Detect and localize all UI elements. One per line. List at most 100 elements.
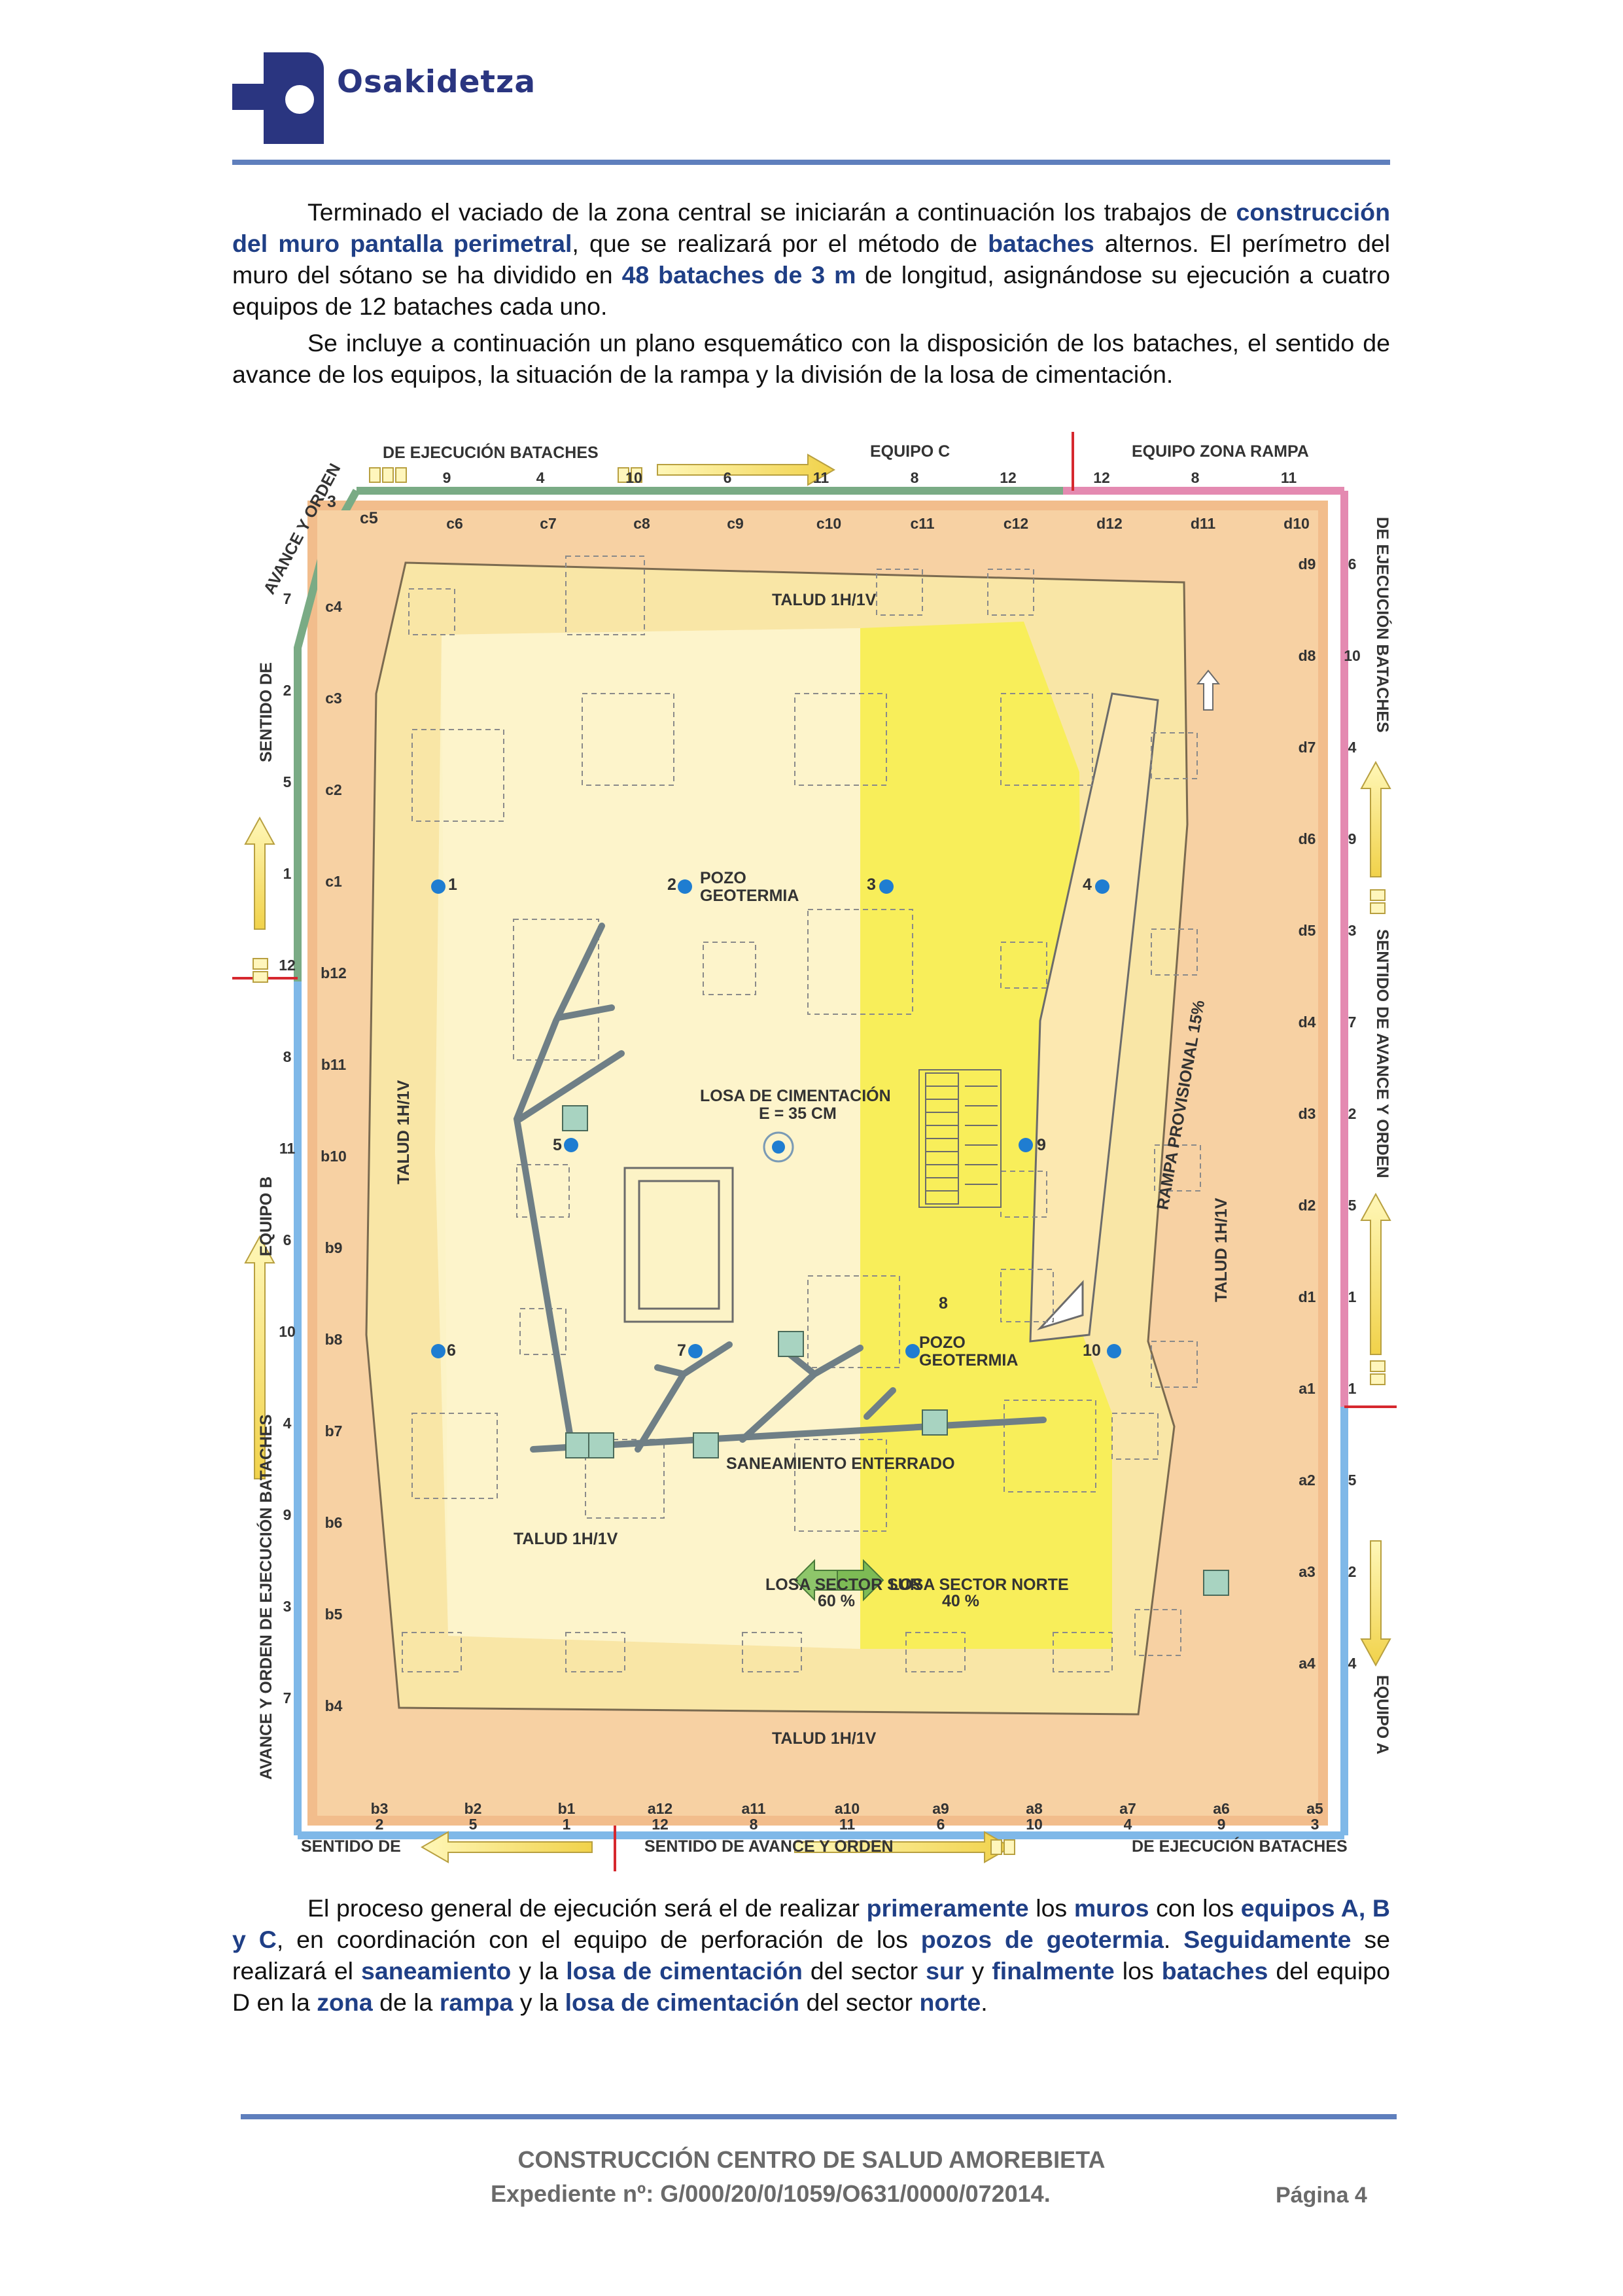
body-text: del equipo D en la (232, 1957, 1391, 2016)
batache-label: d3 (1299, 1105, 1316, 1122)
highlighted-text: losa de cimentación (565, 1988, 800, 2016)
sequence-label: 4 (1348, 1655, 1357, 1672)
sequence-label: 11 (839, 1816, 856, 1833)
sequence-label: 11 (1281, 469, 1297, 486)
batache-label: a8 (1026, 1800, 1043, 1817)
sequence-label: 4 (1348, 739, 1357, 756)
highlighted-text: muros (1073, 1894, 1149, 1922)
batache-label: d10 (1283, 515, 1310, 532)
batache-label: a10 (835, 1800, 860, 1817)
body-text: Se incluye a continuación un plano esque… (232, 329, 1390, 388)
svg-text:TALUD 1H/1V: TALUD 1H/1V (514, 1530, 618, 1548)
svg-text:4: 4 (1083, 875, 1092, 894)
sequence-label: 3 (1311, 1816, 1319, 1833)
svg-text:5: 5 (553, 1136, 562, 1154)
highlighted-text: equipos A, B y C (232, 1894, 1390, 1953)
sequence-label: 11 (813, 469, 829, 486)
body-text: . (1163, 1926, 1184, 1953)
plan-labels: DE EJECUCIÓN BATACHES EQUIPO C EQUIPO ZO… (301, 442, 1348, 1856)
highlighted-text: sur (926, 1957, 964, 1985)
body-text: y la (513, 1988, 565, 2016)
highlighted-text: rampa (439, 1988, 514, 2016)
body-text: alternos. El perímetro del muro del sóta… (232, 230, 1390, 289)
sequence-label: 7 (1348, 1014, 1357, 1031)
batache-label: d6 (1299, 830, 1316, 847)
highlighted-text: Seguidamente (1183, 1926, 1352, 1953)
svg-text:POZO: POZO (700, 869, 746, 887)
sequence-label: 9 (1348, 830, 1357, 847)
batache-label: a7 (1119, 1800, 1136, 1817)
sequence-label: 12 (279, 957, 296, 974)
body-text: los (1028, 1894, 1074, 1922)
body-text: se realizará el (232, 1926, 1391, 1985)
batache-label: b2 (464, 1800, 482, 1817)
batache-label: a9 (932, 1800, 949, 1817)
body-text: con los (1149, 1894, 1241, 1922)
body-text: de longitud, asignándose su ejecución a … (232, 261, 1390, 320)
batache-label: c4 (325, 598, 342, 615)
batache-label: c3 (325, 690, 342, 707)
sequence-label: 9 (1217, 1816, 1226, 1833)
batache-label: a5 (1306, 1800, 1323, 1817)
sequence-label: 10 (1026, 1816, 1043, 1833)
sequence-label: 1 (563, 1816, 571, 1833)
paragraph-intro: Terminado el vaciado de la zona central … (232, 196, 1390, 322)
svg-text:SENTIDO DE: SENTIDO DE (301, 1837, 401, 1856)
body-text: , en coordinación con el equipo de perfo… (276, 1926, 921, 1953)
batache-label: b7 (325, 1422, 343, 1439)
highlighted-text: primeramente (866, 1894, 1029, 1922)
sequence-label: 6 (724, 469, 732, 486)
svg-text:DE EJECUCIÓN BATACHES: DE EJECUCIÓN BATACHES (1132, 1836, 1348, 1856)
footer-title: CONSTRUCCIÓN CENTRO DE SALUD AMOREBIETA (517, 2146, 1106, 2173)
sequence-label: 10 (279, 1323, 296, 1340)
svg-text:c5: c5 (360, 509, 378, 527)
svg-text:LOSA DE CIMENTACIÓN: LOSA DE CIMENTACIÓN (700, 1086, 891, 1105)
highlighted-text: construcción del muro pantalla perimetra… (232, 198, 1390, 257)
sequence-label: 8 (283, 1048, 292, 1065)
sequence-label: 7 (283, 590, 292, 607)
batache-label: c2 (325, 781, 342, 798)
svg-text:6: 6 (447, 1341, 456, 1360)
svg-text:GEOTERMIA: GEOTERMIA (919, 1351, 1018, 1369)
svg-text:TALUD 1H/1V: TALUD 1H/1V (1212, 1197, 1230, 1302)
svg-text:TALUD 1H/1V: TALUD 1H/1V (772, 591, 877, 609)
svg-text:40 %: 40 % (942, 1592, 979, 1610)
batache-label: d12 (1096, 515, 1123, 532)
org-name: Osakidetza (337, 64, 536, 100)
batache-label: c10 (816, 515, 841, 532)
batache-label: b4 (325, 1697, 343, 1714)
batache-label: b3 (371, 1800, 389, 1817)
sequence-label: 2 (283, 682, 292, 699)
batache-label: b11 (321, 1056, 347, 1073)
batache-label: a4 (1299, 1655, 1316, 1672)
sequence-label: 2 (1348, 1563, 1357, 1580)
sequence-label: 12 (1093, 469, 1110, 486)
osakidetza-logo: Osakidetza (232, 52, 657, 150)
body-text: y la (511, 1957, 567, 1985)
sequence-label: 10 (1344, 647, 1361, 664)
svg-text:LOSA SECTOR SUR: LOSA SECTOR SUR (765, 1576, 922, 1594)
batache-label: b8 (325, 1331, 343, 1348)
body-text: Terminado el vaciado de la zona central … (307, 198, 1236, 226)
batache-label: b12 (321, 964, 347, 981)
svg-text:TALUD 1H/1V: TALUD 1H/1V (394, 1080, 413, 1184)
sequence-label: 2 (1348, 1105, 1357, 1122)
svg-text:3: 3 (327, 493, 336, 511)
highlighted-text: zona (317, 1988, 373, 2016)
sequence-label: 5 (1348, 1472, 1357, 1489)
sequence-label: 3 (1348, 922, 1357, 939)
batache-label: d9 (1299, 556, 1316, 573)
sequence-label: 11 (279, 1140, 296, 1157)
svg-text:TALUD 1H/1V: TALUD 1H/1V (772, 1729, 877, 1748)
sequence-label: 2 (375, 1816, 384, 1833)
batache-label: a12 (648, 1800, 672, 1817)
highlighted-text: pozos de geotermia (920, 1926, 1164, 1953)
svg-text:3: 3 (867, 875, 876, 894)
batache-label: c11 (910, 515, 934, 532)
sequence-label: 9 (443, 469, 451, 486)
svg-text:EQUIPO B: EQUIPO B (257, 1176, 275, 1256)
highlighted-text: saneamiento (361, 1957, 512, 1985)
batache-label: b9 (325, 1239, 343, 1256)
sequence-label: 12 (1000, 469, 1017, 486)
body-text: y (964, 1957, 992, 1985)
